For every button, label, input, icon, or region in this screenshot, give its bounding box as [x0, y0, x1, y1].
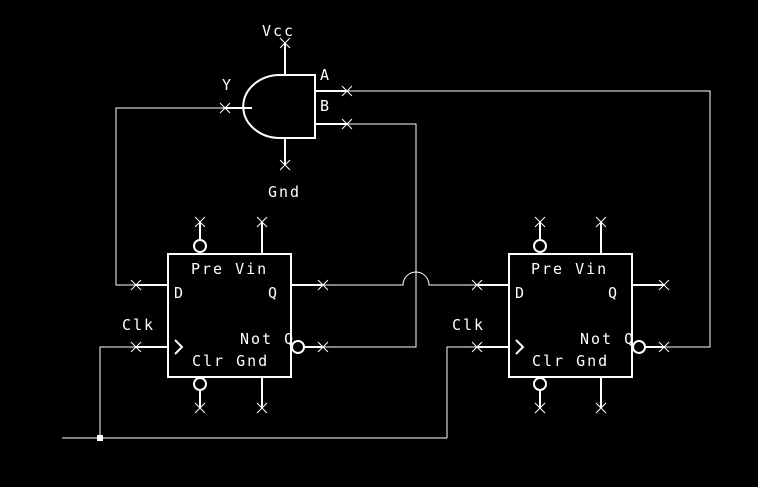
- pin-end-marker: [256, 216, 268, 228]
- ff1-d-label: D: [174, 284, 185, 302]
- wire-clock-to-ff2: [446, 346, 477, 438]
- and-gate-body: [242, 74, 316, 139]
- ff1-pre-vin-label: Pre Vin: [191, 260, 268, 278]
- ff2-pre-bubble: [533, 239, 547, 253]
- pin-end-marker: [534, 216, 546, 228]
- y-label: Y: [222, 76, 233, 94]
- pin-end-marker: [471, 341, 483, 353]
- ff2-q-label: Q: [608, 284, 619, 302]
- a-label: A: [320, 66, 331, 84]
- wire-y-to-ff1-d: [115, 107, 225, 286]
- ff2-d-label: D: [515, 284, 526, 302]
- flip-flop-1: Pre Vin D Q Not Q Clr Gnd Clk: [122, 222, 323, 408]
- wire-b-to-ff1-notq: [323, 123, 417, 348]
- ff2-clr-bubble: [533, 377, 547, 391]
- pin-end-marker: [256, 402, 268, 414]
- clock-junction-dot: [97, 435, 103, 441]
- pin-end-marker: [194, 402, 206, 414]
- pin-end-marker: [534, 402, 546, 414]
- wire-a-to-ff2-notq: [347, 90, 711, 348]
- gnd-label: Gnd: [268, 183, 301, 201]
- pin-end-marker: [341, 118, 353, 130]
- pin-end-marker: [658, 279, 670, 291]
- ff2-body: [508, 253, 633, 378]
- ff2-clk-label: Clk: [452, 316, 485, 334]
- wire-clock-to-ff1: [99, 346, 136, 438]
- pin-end-marker: [341, 85, 353, 97]
- pin-end-marker: [595, 402, 607, 414]
- wire-ff1-q-to-ff2-d: [323, 271, 477, 286]
- pin-markers: [130, 37, 670, 414]
- b-label: B: [320, 97, 331, 115]
- ff1-clr-gnd-label: Clr Gnd: [192, 352, 269, 370]
- pin-end-marker: [471, 279, 483, 291]
- ff1-notq-label: Not Q: [240, 330, 295, 348]
- ff2-clr-gnd-label: Clr Gnd: [532, 352, 609, 370]
- ff1-clk-label: Clk: [122, 316, 155, 334]
- pin-end-marker: [130, 341, 142, 353]
- pin-end-marker: [595, 216, 607, 228]
- vcc-label: Vcc: [262, 22, 295, 40]
- pin-end-marker: [219, 102, 231, 114]
- ff1-pre-bubble: [193, 239, 207, 253]
- ff2-notq-label: Not Q: [580, 330, 635, 348]
- pin-end-marker: [317, 341, 329, 353]
- and-gate: Vcc Gnd Y A B: [222, 22, 347, 201]
- pin-end-marker: [317, 279, 329, 291]
- pin-end-marker: [279, 159, 291, 171]
- ff1-clk-triangle: [174, 339, 184, 355]
- flip-flop-2: Pre Vin D Q Not Q Clr Gnd Clk: [452, 222, 664, 408]
- wires: [62, 90, 711, 441]
- pin-end-marker: [130, 279, 142, 291]
- pin-end-marker: [194, 216, 206, 228]
- pin-end-marker: [279, 37, 291, 49]
- pin-end-marker: [658, 341, 670, 353]
- ff1-body: [167, 253, 292, 378]
- ff2-clk-triangle: [515, 339, 525, 355]
- ff1-q-label: Q: [268, 284, 279, 302]
- ff2-pre-vin-label: Pre Vin: [531, 260, 608, 278]
- ff1-clr-bubble: [193, 377, 207, 391]
